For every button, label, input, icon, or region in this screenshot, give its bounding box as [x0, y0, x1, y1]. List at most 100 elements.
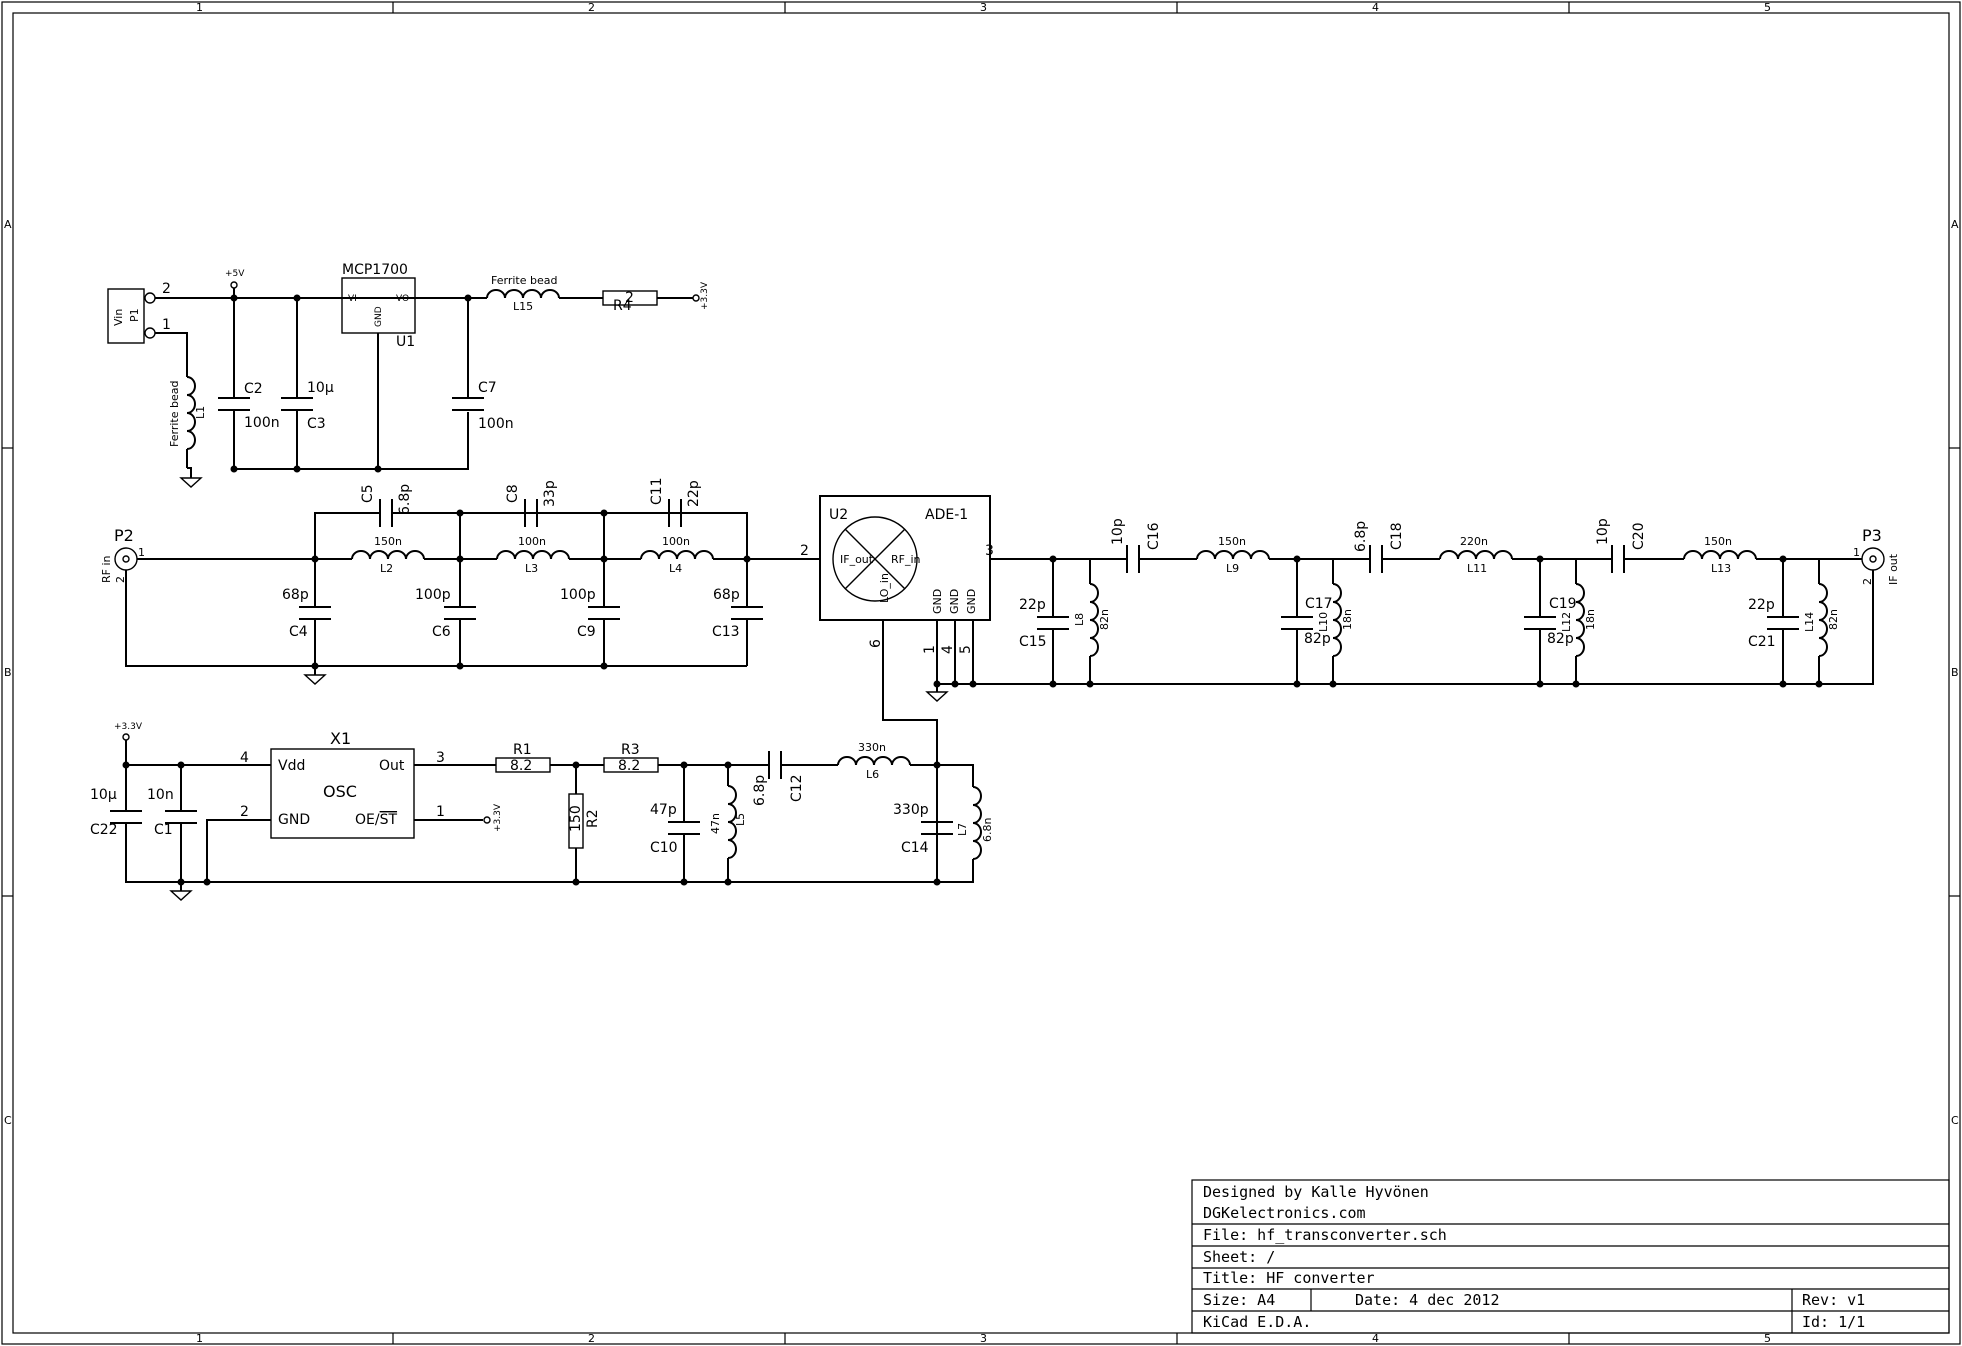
l3-ref: L3	[525, 562, 538, 575]
u1-ref: U1	[396, 334, 415, 350]
p1-pin2-num: 2	[162, 281, 171, 297]
l10-value: 18n	[1341, 609, 1354, 630]
l9-ref: L9	[1226, 562, 1239, 575]
x1-pin2-num: 2	[240, 804, 249, 820]
c2-ref: C2	[244, 381, 263, 397]
c13-ref: C13	[712, 624, 740, 640]
c14-value: 330p	[893, 802, 929, 818]
l13-ref: L13	[1711, 562, 1731, 575]
c12-value: 6.8p	[752, 775, 768, 806]
l6-inductor	[837, 756, 911, 766]
p3-pin2-num: 2	[1861, 578, 1874, 585]
l7-value: 6.8n	[981, 818, 994, 842]
l6-value: 330n	[858, 741, 886, 754]
p5v-power-flag	[230, 281, 238, 289]
l14-value: 82n	[1827, 609, 1840, 630]
c11-ref: C11	[649, 477, 665, 505]
r3-ref: R3	[621, 742, 640, 758]
x1-pin3-num: 3	[436, 750, 445, 766]
l11-inductor	[1439, 550, 1513, 560]
c11-value: 22p	[686, 480, 702, 507]
col-label-top-3: 3	[980, 1, 987, 14]
l11-value: 220n	[1460, 535, 1488, 548]
c4-value: 68p	[282, 587, 309, 603]
l2-inductor	[351, 550, 425, 560]
col-label-top-1: 1	[196, 1, 203, 14]
u1-name: MCP1700	[342, 262, 408, 278]
p1-pin1-num: 1	[162, 317, 171, 333]
l5-ref: L5	[734, 813, 747, 826]
p5v-label: +5V	[225, 269, 245, 279]
r2-ref: R2	[585, 809, 601, 828]
title-block-size: Size: A4	[1203, 1291, 1275, 1309]
l12-inductor	[1575, 583, 1585, 657]
x1-ref: X1	[330, 729, 351, 748]
l12-value: 18n	[1584, 609, 1597, 630]
l10-inductor	[1332, 583, 1342, 657]
u2-pin1-num: 1	[922, 645, 938, 654]
row-label-right-a: A	[1951, 218, 1959, 231]
c19-value: 82p	[1547, 631, 1574, 647]
p2-connector	[114, 547, 138, 571]
c16-ref: C16	[1146, 522, 1162, 550]
l8-ref: L8	[1073, 613, 1086, 626]
c18-value: 6.8p	[1353, 521, 1369, 552]
c15-ref: C15	[1019, 634, 1047, 650]
p2-value: RF in	[100, 555, 113, 583]
u2-if-out-pin: IF_out	[840, 553, 874, 566]
c6-ref: C6	[432, 624, 451, 640]
title-block-sheet: Sheet: /	[1203, 1248, 1275, 1266]
u1-vi-pin: VI	[348, 294, 357, 304]
x1-name: OSC	[323, 782, 357, 801]
c21-value: 22p	[1748, 597, 1775, 613]
c3-value: 10µ	[307, 380, 334, 396]
l2-ref: L2	[380, 562, 393, 575]
u2-pin6-num: 6	[868, 639, 884, 648]
l2-value: 150n	[374, 535, 402, 548]
c2-value: 100n	[244, 415, 280, 431]
title-block: Designed by Kalle Hyvönen DGKelectronics…	[1191, 1179, 1950, 1334]
c22-value: 10µ	[90, 787, 117, 803]
col-label-top-2: 2	[588, 1, 595, 14]
p2-pin2-num: 2	[114, 576, 127, 583]
l13-inductor	[1683, 550, 1757, 560]
x1-oe-pin: OE/ST	[355, 812, 397, 828]
row-label-left-b: B	[4, 666, 12, 679]
x1-gnd-pin: GND	[278, 812, 310, 828]
p1-connector	[107, 288, 145, 344]
l4-value: 100n	[662, 535, 690, 548]
u2-pin2-num: 2	[800, 543, 809, 559]
oscillator-section: +3.3V 10µ C22 10n C1 X1 OSC Vdd GND Out …	[90, 722, 994, 901]
l14-inductor	[1818, 583, 1828, 657]
r4-value: 2	[625, 290, 634, 306]
u2-pin4-num: 4	[940, 645, 956, 654]
l6-ref: L6	[866, 768, 879, 781]
p3v3-label-oe: +3.3V	[493, 803, 503, 832]
l4-inductor	[640, 550, 714, 560]
x1-oe-text: OE/	[355, 812, 380, 828]
l7-inductor	[972, 786, 982, 860]
c20-value: 10p	[1595, 518, 1611, 545]
x1-pin4-num: 4	[240, 750, 249, 766]
c17-ref: C17	[1305, 596, 1333, 612]
l5-value: 47n	[709, 813, 722, 834]
l12-ref: L12	[1560, 612, 1573, 632]
p3v3-label-r4: +3.3V	[700, 281, 710, 310]
u1-vo-pin: VO	[396, 294, 409, 304]
col-label-bottom-3: 3	[980, 1332, 987, 1345]
l15-ref: L15	[513, 300, 533, 313]
l11-ref: L11	[1467, 562, 1487, 575]
mixer-u2: U2 ADE-1 IF_out RF_in LO_in GND GND GND …	[800, 495, 994, 765]
l7-ref: L7	[956, 823, 969, 836]
l9-inductor	[1196, 550, 1270, 560]
c6-value: 100p	[415, 587, 451, 603]
u2-name: ADE-1	[925, 507, 968, 523]
col-label-top-5: 5	[1764, 1, 1771, 14]
x1-oscillator	[270, 748, 415, 839]
p1-value: Vin	[112, 309, 125, 326]
c10-ref: C10	[650, 840, 678, 856]
l1-ref: L1	[194, 406, 207, 419]
u2-lo-in-pin: LO_in	[878, 573, 891, 603]
ground-symbol-osc	[169, 890, 193, 901]
